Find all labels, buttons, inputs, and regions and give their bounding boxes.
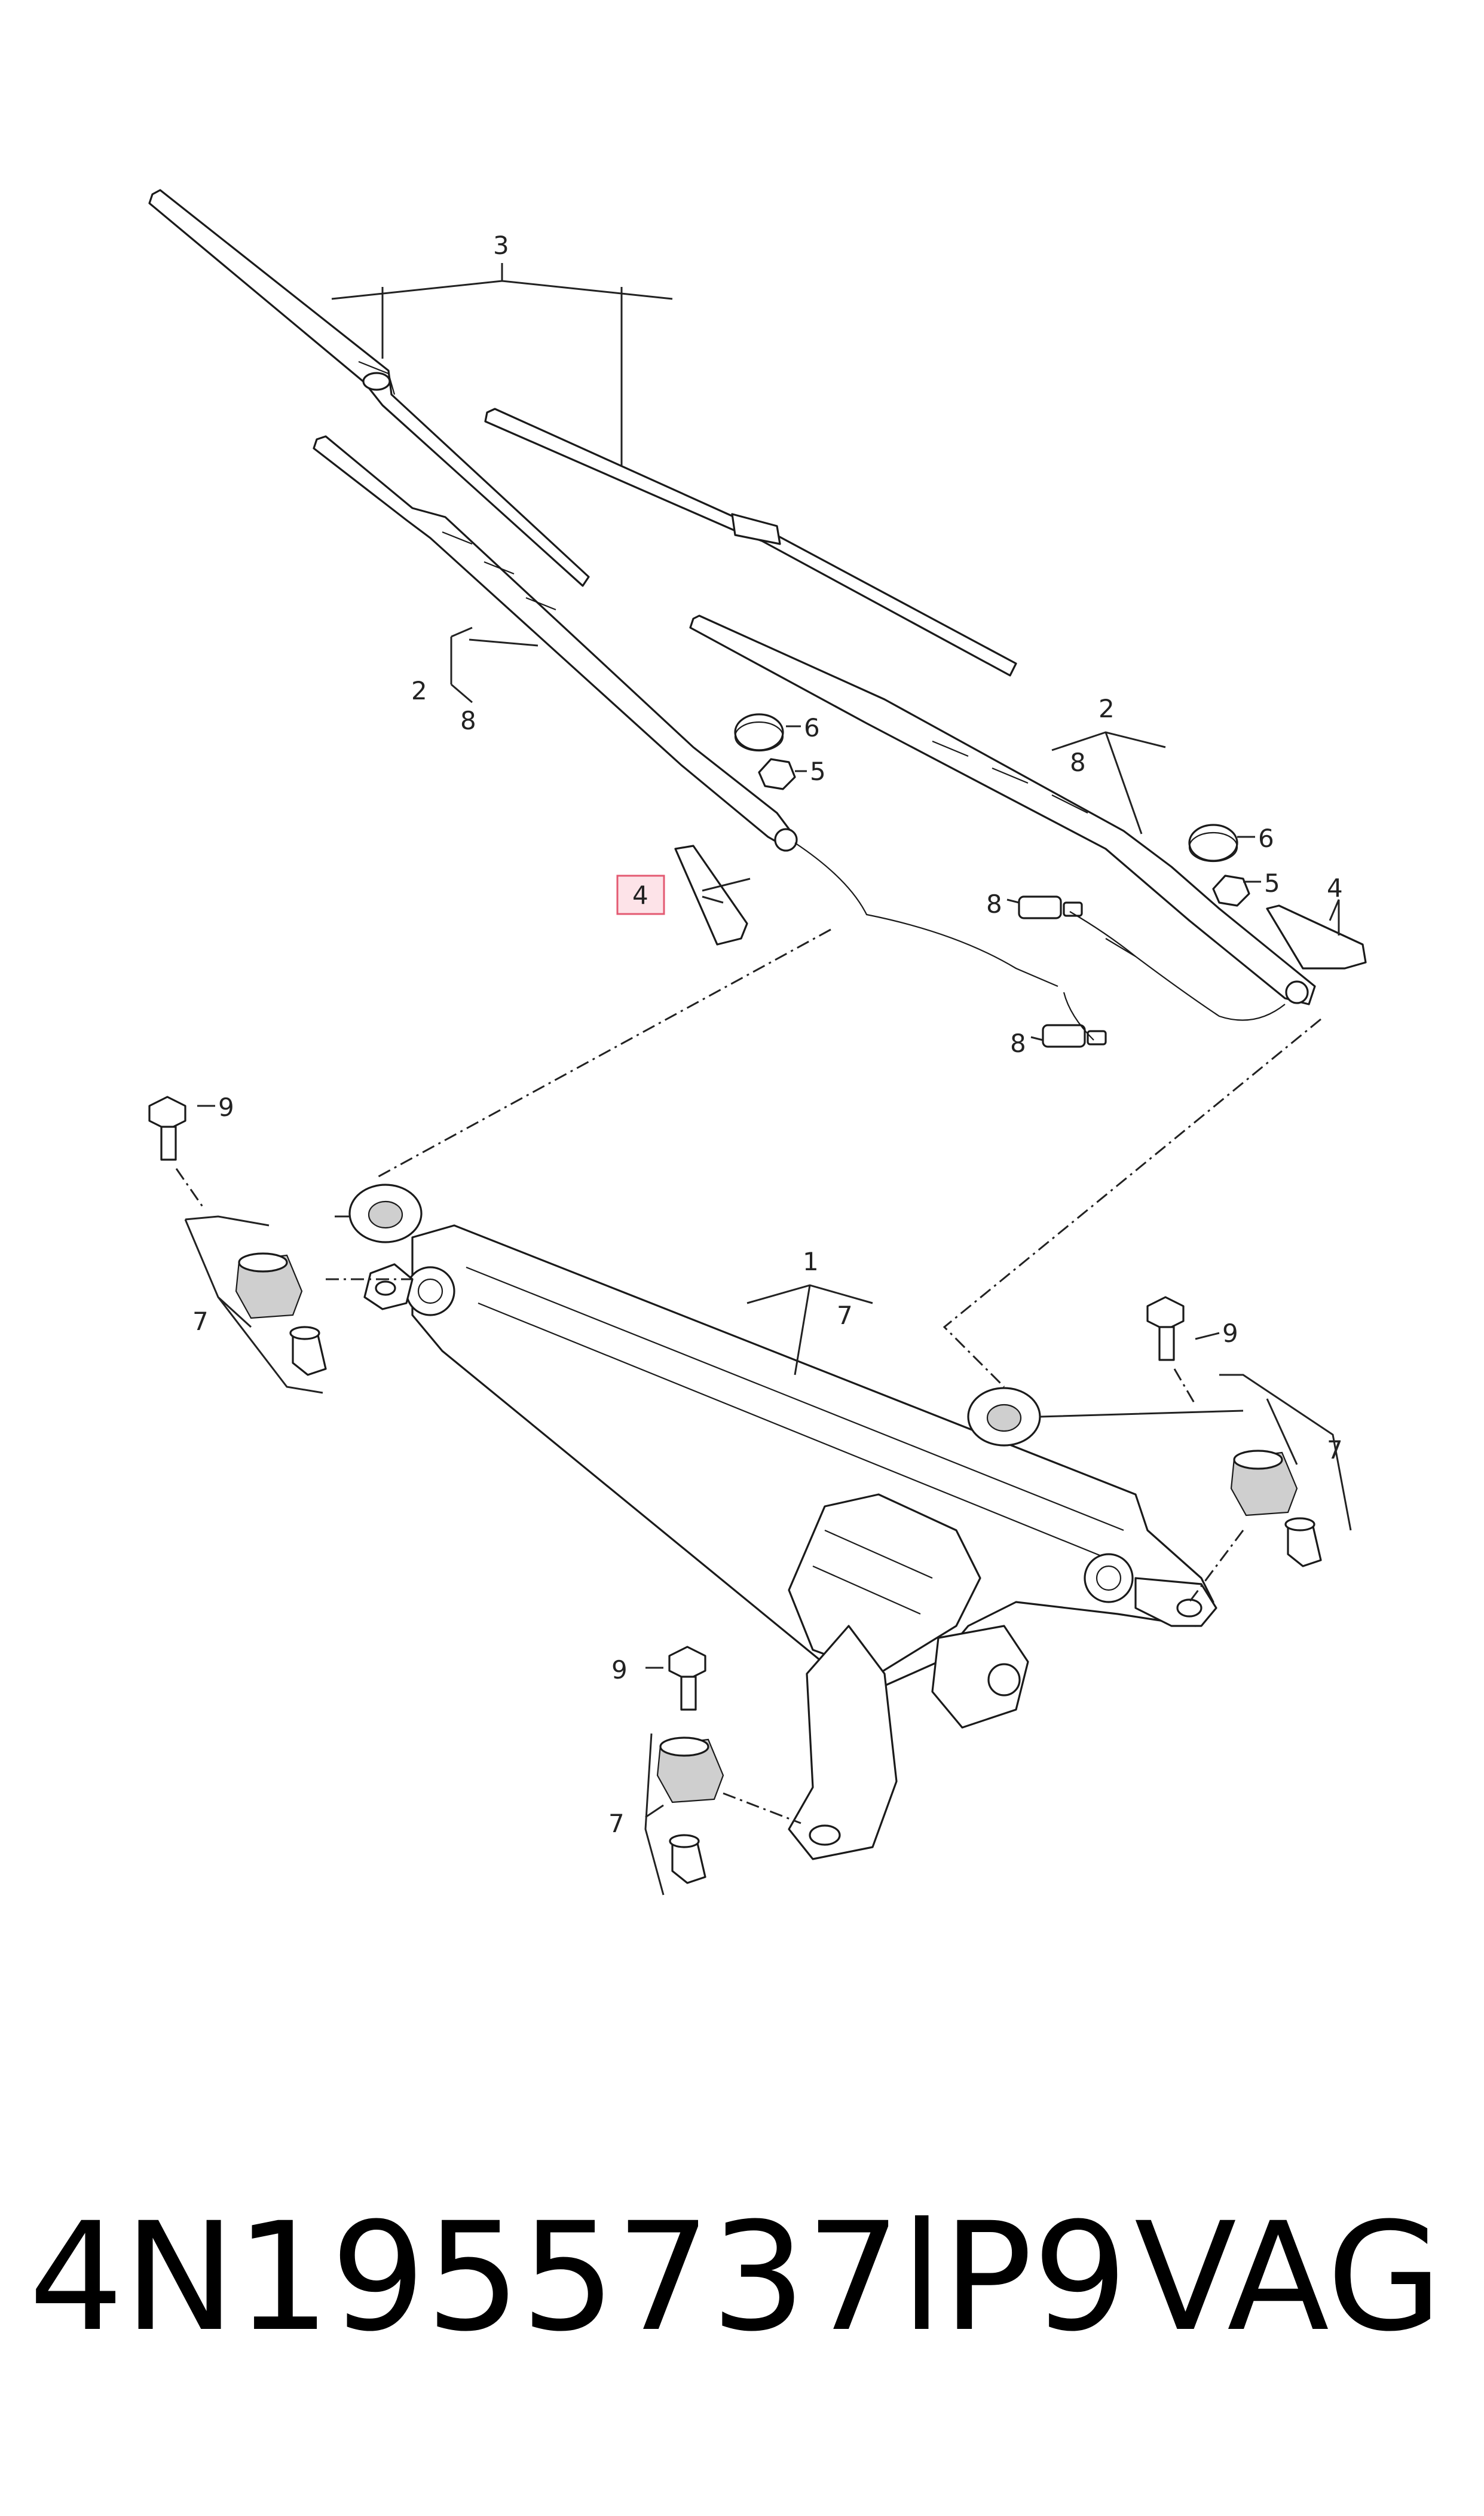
linkage-frame [363,1224,1217,1860]
cap-left [734,713,784,752]
callout-5-right: 5 [1264,869,1280,898]
callout-8-lower-connector: 8 [1010,1029,1026,1058]
callout-6-left: 6 [804,713,820,742]
rubber-mount-left [235,1252,303,1319]
pivot-grommet-right [967,1387,1041,1447]
callout-4-highlight [616,875,665,915]
brand-label: VAG [1134,2190,1443,2364]
wiper-arm-left [313,435,1058,988]
callout-leaders [184,263,1352,1896]
nut-right [1212,875,1250,907]
callout-9-bottom: 9 [611,1655,628,1685]
cover-cap-left [674,845,748,946]
wiper-blade-left [148,189,590,587]
nut-left [758,758,796,790]
callout-2-right: 2 [1099,694,1115,723]
callout-7-frame: 7 [837,1301,853,1330]
cap-right [1188,824,1238,863]
callout-2-left: 2 [411,676,427,705]
callout-5-left: 5 [810,757,826,786]
callout-8-left-arm: 8 [460,706,476,735]
callout-9-left: 9 [218,1093,234,1122]
wiper-arm-right [689,615,1316,1021]
sleeve-bottom [669,1834,706,1884]
sleeve-right [1284,1517,1322,1567]
assembly-line-bolt-left [175,1168,204,1208]
wiper-linkage-diagram: 1 7 2 8 2 8 3 4 4 6 5 6 5 8 8 9 7 9 7 9 … [148,189,1367,1896]
callout-6-right: 6 [1258,824,1274,853]
sleeve-left [289,1326,327,1376]
part-number: 4N1955737lP9 [29,2190,1128,2364]
assembly-line-mount-bottom [723,1792,801,1824]
assembly-line-left [376,928,831,1179]
bolt-right [1146,1296,1185,1361]
washer-connector-upper [1018,895,1083,919]
callout-8-right-arm: 8 [1070,748,1086,777]
assembly-line-bolt-right [1173,1368,1197,1405]
rubber-mount-bottom [656,1737,724,1803]
callout-7-bottom: 7 [608,1809,625,1838]
footer: 4N1955737lP9 VAG [29,2188,1463,2367]
callout-7-right: 7 [1327,1435,1343,1465]
callouts: 1 7 2 8 2 8 3 4 4 6 5 6 5 8 8 9 7 9 7 9 … [192,231,1343,1838]
bolt-bottom [668,1646,706,1711]
callout-9-right: 9 [1222,1319,1238,1348]
washer-connector-lower [1042,1024,1107,1048]
callout-1: 1 [803,1247,819,1276]
callout-4-left: 4 [632,881,648,910]
callout-3: 3 [493,231,509,260]
bolt-left [148,1096,186,1161]
pivot-grommet-left [348,1184,423,1243]
wiper-blade-right [484,408,1017,677]
callout-7-left: 7 [192,1307,209,1336]
callout-4-right: 4 [1327,873,1343,903]
assembly-line-right [943,1018,1321,1388]
assembly-line-mount-right [1188,1530,1244,1603]
callout-8-upper-connector: 8 [986,889,1002,919]
rubber-mount-right [1230,1450,1298,1517]
cover-cap-right [1266,904,1367,970]
